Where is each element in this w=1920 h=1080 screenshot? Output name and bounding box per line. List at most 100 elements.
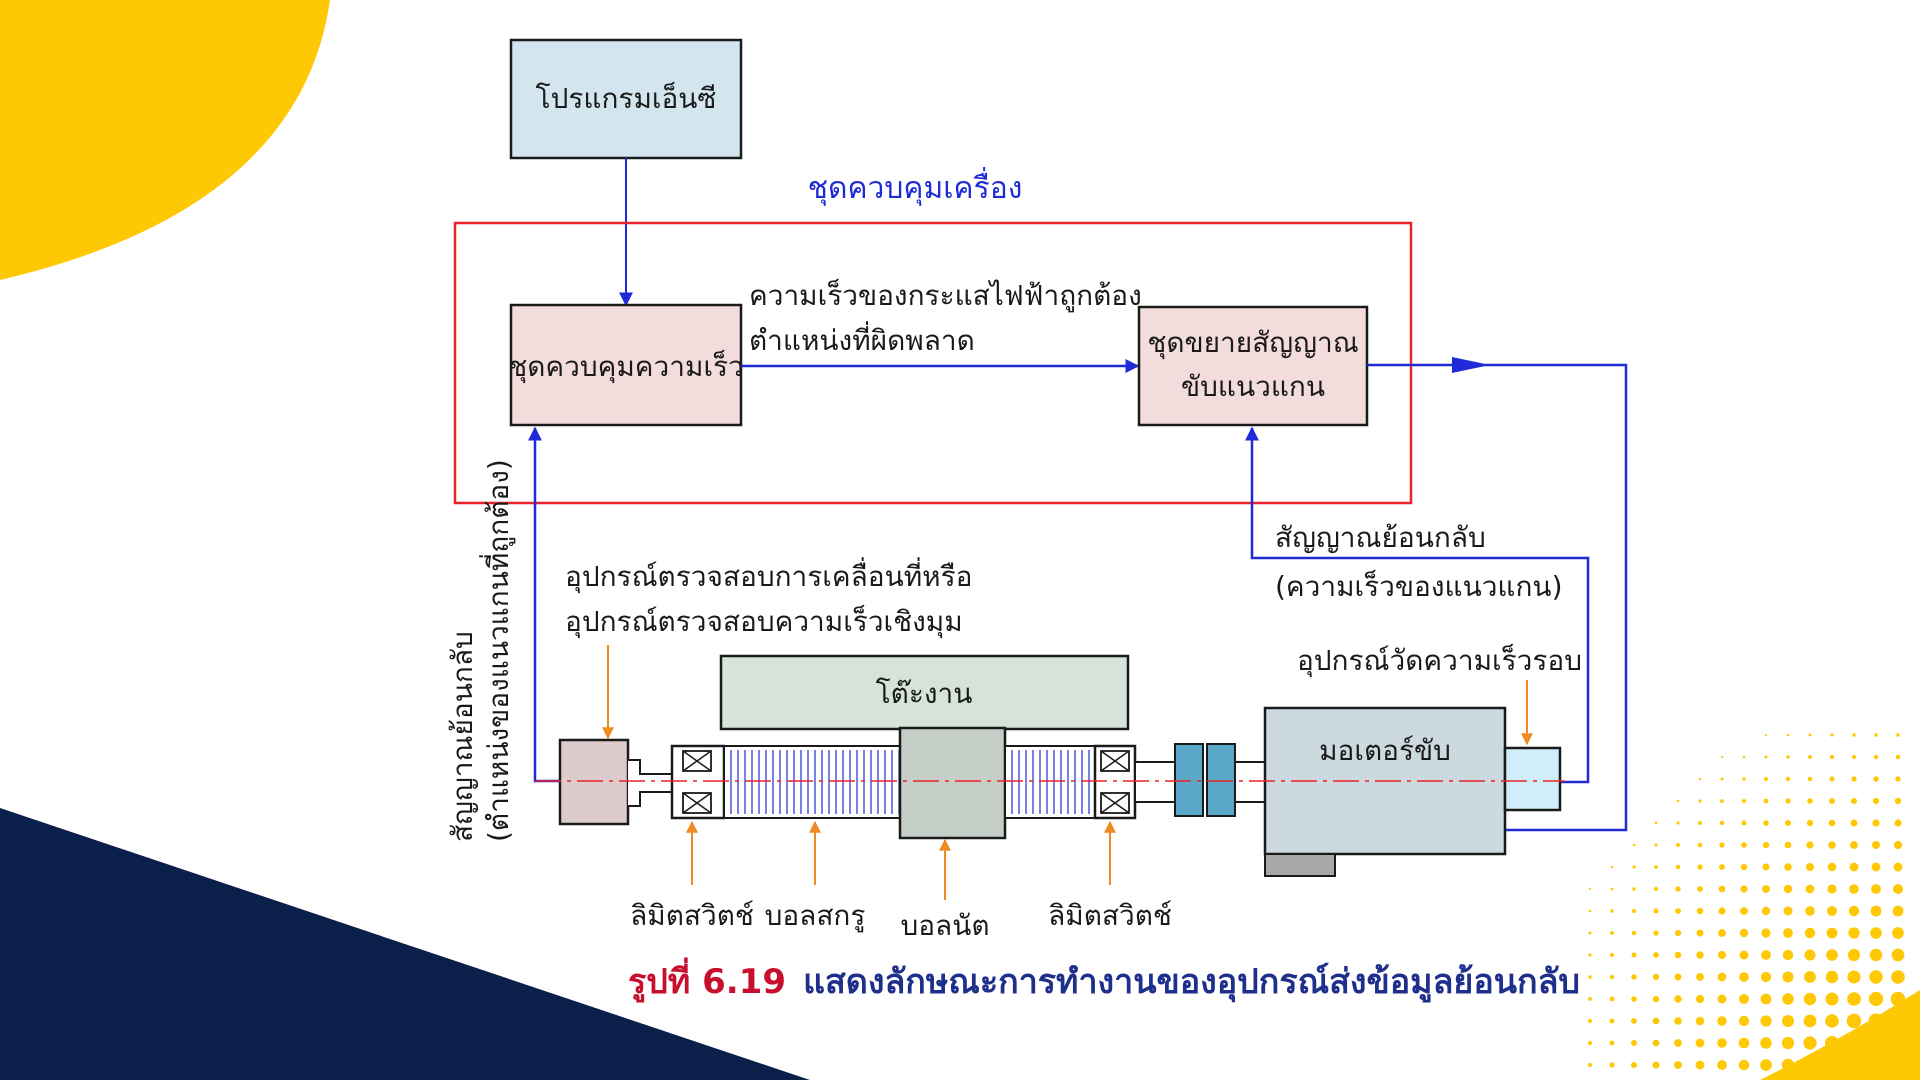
halftone-dot — [1871, 862, 1881, 872]
halftone-dot — [1825, 1014, 1839, 1028]
halftone-dot — [1717, 994, 1727, 1004]
halftone-dot — [1764, 755, 1768, 759]
halftone-dot — [1849, 884, 1859, 894]
halftone-dot — [1610, 909, 1614, 913]
halftone-dot — [1654, 843, 1658, 847]
yellow-corner-shape — [0, 0, 330, 280]
amplifier-to-motor-line — [1367, 363, 1628, 832]
halftone-dot — [1847, 992, 1861, 1006]
halftone-dot — [1631, 974, 1637, 980]
halftone-dot — [1632, 887, 1636, 891]
position-feedback-label-line1: สัญญาณย้อนกลับ — [446, 631, 479, 842]
halftone-dot — [1717, 1016, 1727, 1026]
halftone-dot — [1609, 1018, 1615, 1024]
halftone-dot — [1850, 841, 1858, 849]
halftone-dot — [1588, 931, 1592, 935]
halftone-dot — [1895, 754, 1901, 760]
halftone-dot — [1896, 733, 1900, 737]
halftone-dot — [1807, 776, 1813, 782]
halftone-dot — [1895, 776, 1901, 782]
halftone-dot — [1781, 1036, 1795, 1050]
halftone-dot — [1588, 953, 1592, 957]
halftone-dot — [1782, 949, 1794, 961]
halftone-dot — [1869, 970, 1883, 984]
halftone-dot — [1872, 841, 1880, 849]
tachometer-label: อุปกรณ์วัดความเร็วรอบ — [1297, 643, 1582, 678]
halftone-dot — [1718, 885, 1726, 893]
halftone-dot — [1674, 951, 1682, 959]
halftone-dot — [1741, 842, 1747, 848]
halftone-dot — [1739, 928, 1749, 938]
motor-coupling-left — [1174, 743, 1204, 817]
limit-switch-left-label: ลิมิตสวิตช์ — [630, 899, 754, 932]
halftone-dot — [1848, 905, 1860, 917]
motor-base — [1264, 853, 1336, 877]
halftone-dot — [1868, 1013, 1884, 1029]
halftone-dot — [1868, 1057, 1884, 1073]
halftone-dot — [1826, 949, 1838, 961]
navy-corner-shape — [0, 808, 810, 1080]
halftone-dot — [1827, 884, 1837, 894]
halftone-dot — [1761, 928, 1771, 938]
halftone-dot — [1803, 992, 1817, 1006]
halftone-dot — [1588, 997, 1592, 1001]
halftone-dot — [1783, 884, 1793, 894]
figure-caption-text: แสดงลักษณะการทำงานของอุปกรณ์ส่งข้อมูลย้อ… — [803, 962, 1580, 1003]
halftone-dot — [1846, 1057, 1862, 1073]
halftone-dot — [1609, 952, 1615, 958]
halftone-dot — [1760, 1015, 1772, 1027]
amplifier-label-line2: ขับแนวแกน — [1181, 370, 1325, 403]
halftone-dot — [1893, 862, 1903, 872]
speed-feedback-line — [1245, 426, 1590, 784]
halftone-dot — [1846, 1013, 1862, 1029]
halftone-dot — [1698, 821, 1702, 825]
halftone-dot — [1717, 1060, 1727, 1070]
halftone-dot — [1868, 1035, 1884, 1051]
halftone-dot — [1786, 755, 1790, 759]
halftone-dot — [1719, 820, 1725, 826]
halftone-dot — [1695, 1060, 1705, 1070]
screw-shaft — [1134, 761, 1176, 803]
halftone-dot — [1761, 906, 1771, 916]
halftone-dot — [1825, 1036, 1839, 1050]
halftone-dot — [1785, 776, 1791, 782]
speed-controller-box — [509, 303, 743, 427]
halftone-dot — [1889, 1056, 1907, 1074]
halftone-dot — [1674, 973, 1682, 981]
axis-amplifier-box — [1137, 305, 1369, 427]
halftone-dot — [1829, 776, 1835, 782]
motor-coupling-right — [1206, 743, 1236, 817]
halftone-dot — [1764, 777, 1768, 781]
tachometer — [1503, 746, 1562, 812]
halftone-dot — [1609, 974, 1615, 980]
halftone-dot — [1738, 1037, 1750, 1049]
halftone-dot — [1652, 1039, 1660, 1047]
ball-screw-left — [723, 745, 901, 819]
halftone-dot — [1719, 864, 1725, 870]
halftone-dot — [1894, 819, 1902, 827]
ball-nut — [898, 726, 1007, 840]
halftone-dot — [1698, 777, 1702, 781]
halftone-dot — [1806, 819, 1814, 827]
halftone-dot — [1808, 755, 1812, 759]
halftone-dot — [1846, 1035, 1862, 1051]
halftone-dot — [1609, 996, 1615, 1002]
halftone-dot — [1782, 993, 1794, 1005]
halftone-dot — [1631, 908, 1637, 914]
encoder — [558, 738, 630, 826]
ball-screw-threads-right — [1011, 750, 1090, 814]
figure-caption: รูปที่ 6.19 แสดงลักษณะการทำงานของอุปกรณ์… — [628, 957, 1580, 1003]
halftone-dot — [1587, 1040, 1593, 1046]
halftone-dot — [1851, 754, 1857, 760]
halftone-dot — [1652, 973, 1660, 981]
halftone-dot — [1850, 819, 1858, 827]
halftone-dot — [1762, 863, 1770, 871]
nc-program-box — [509, 38, 743, 160]
ball-screw-label: บอลสกรู — [765, 899, 866, 933]
halftone-dot — [1892, 927, 1904, 939]
halftone-dot — [1830, 733, 1834, 737]
halftone-dot — [1610, 931, 1614, 935]
position-feedback-line — [528, 426, 560, 783]
motor-label: มอเตอร์ขับ — [1319, 734, 1451, 767]
